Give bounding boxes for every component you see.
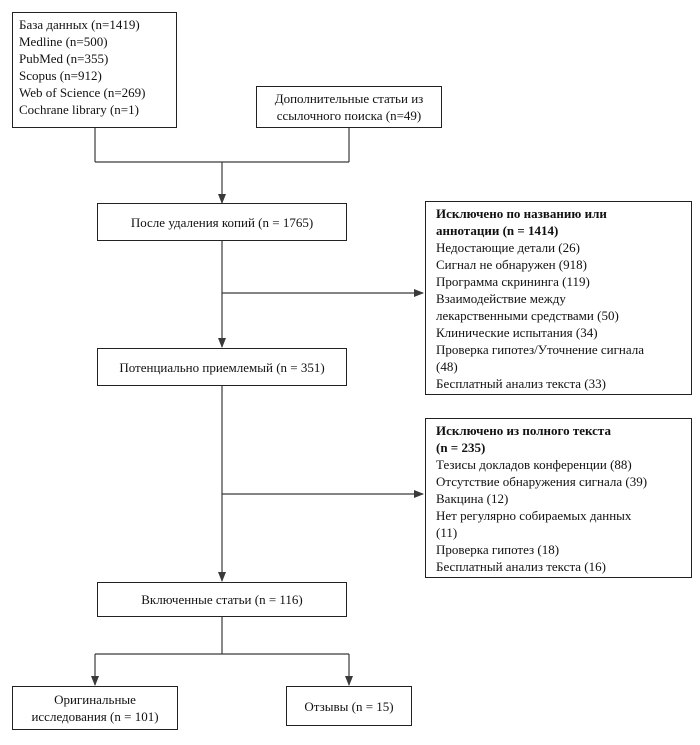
dedup-label: После удаления копий (n = 1765) [130, 214, 314, 230]
excluded-title-item: Недостающие детали (26) [436, 240, 580, 255]
additional-line: ссылочного поиска (n=49) [276, 108, 422, 123]
excluded-title-item: Программа скрининга (119) [436, 274, 590, 289]
excluded-title-item: Проверка гипотез/Уточнение сигнала [436, 342, 645, 357]
excluded-full-item: Отсутствие обнаружения сигнала (39) [436, 474, 648, 489]
excluded-full-item: Проверка гипотез (18) [436, 542, 560, 557]
excluded-title-item: (48) [436, 359, 458, 374]
databases-line: Web of Science (n=269) [19, 85, 146, 100]
excluded-full-box: Исключено из полного текста (n = 235) Те… [425, 418, 692, 578]
original-research-box: Оригинальные исследования (n = 101) [12, 686, 178, 730]
included-label: Включенные статьи (n = 116) [141, 592, 303, 607]
excluded-full-item: Вакцина (12) [436, 491, 509, 506]
excluded-full-heading: (n = 235) [436, 440, 486, 455]
excluded-full-heading: Исключено из полного текста [436, 423, 611, 438]
dedup-box: После удаления копий (n = 1765) [97, 203, 347, 241]
databases-line: База данных (n=1419) [19, 17, 140, 32]
potential-label: Потенциально приемлемый (n = 351) [119, 359, 325, 375]
excluded-full-item: (11) [436, 525, 458, 540]
excluded-title-heading: Исключено по названию или [436, 206, 607, 221]
excluded-title-item: Взаимодействие между [436, 291, 566, 306]
reviews-label: Отзывы (n = 15) [304, 698, 394, 714]
excluded-title-heading: аннотации (n = 1414) [436, 223, 559, 238]
original-line: исследования (n = 101) [31, 709, 159, 724]
original-line: Оригинальные [54, 692, 136, 707]
excluded-title-item: Бесплатный анализ текста (33) [436, 376, 606, 391]
databases-line: Scopus (n=912) [19, 68, 102, 83]
potential-box: Потенциально приемлемый (n = 351) [97, 348, 347, 386]
excluded-title-item: Клинические испытания (34) [436, 325, 598, 340]
databases-box: База данных (n=1419) Medline (n=500) Pub… [12, 12, 177, 128]
databases-line: PubMed (n=355) [19, 51, 109, 66]
excluded-title-item: лекарственными средствами (50) [436, 308, 619, 323]
excluded-title-box: Исключено по названию или аннотации (n =… [425, 201, 692, 395]
excluded-full-item: Бесплатный анализ текста (16) [436, 559, 606, 574]
excluded-full-item: Нет регулярно собираемых данных [436, 508, 632, 523]
excluded-title-item: Сигнал не обнаружен (918) [436, 257, 587, 272]
additional-line: Дополнительные статьи из [274, 91, 424, 106]
databases-line: Medline (n=500) [19, 34, 108, 49]
additional-articles-box: Дополнительные статьи из ссылочного поис… [256, 86, 442, 128]
included-box: Включенные статьи (n = 116) [97, 582, 347, 617]
databases-line: Cochrane library (n=1) [19, 102, 139, 117]
reviews-box: Отзывы (n = 15) [286, 686, 412, 726]
excluded-full-item: Тезисы докладов конференции (88) [436, 457, 632, 472]
